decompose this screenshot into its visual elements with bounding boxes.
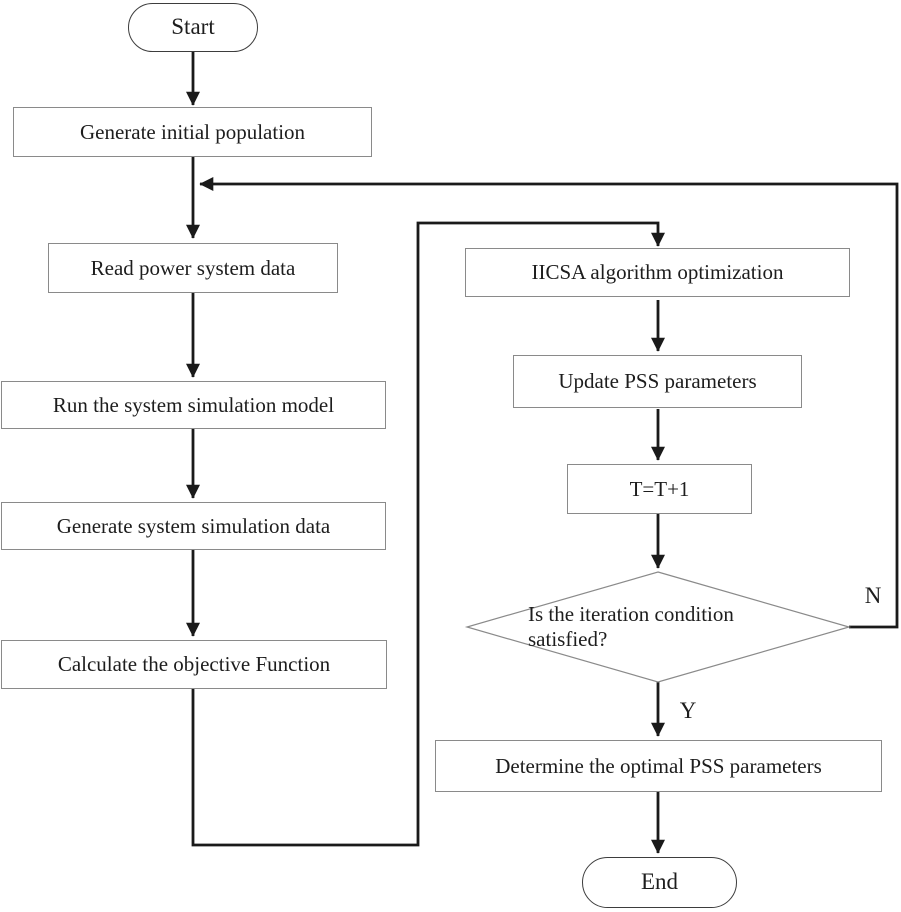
run-model-node: Run the system simulation model — [1, 381, 386, 429]
read-data-node: Read power system data — [48, 243, 338, 293]
start-node-label: Start — [171, 14, 215, 40]
decision-diamond — [464, 571, 852, 683]
determine-label: Determine the optimal PSS parameters — [495, 753, 822, 778]
no-label-text: N — [864, 583, 882, 608]
calculate-objective-label: Calculate the objective Function — [57, 652, 331, 677]
generate-population-label: Generate initial population — [79, 119, 306, 144]
generate-population-node: Generate initial population — [13, 107, 372, 157]
calculate-objective-node: Calculate the objective Function — [1, 640, 387, 689]
run-model-label: Run the system simulation model — [52, 392, 335, 417]
determine-node: Determine the optimal PSS parameters — [435, 740, 882, 792]
edge-decision-no-feedback — [199, 177, 899, 629]
edge-label-no: N — [859, 581, 887, 611]
yes-label-text: Y — [679, 698, 697, 723]
edge-calculate-objective-to-iicsa-loop — [191, 221, 665, 847]
generate-sim-data-node: Generate system simulation data — [1, 502, 386, 550]
end-node-label: End — [640, 869, 679, 895]
decision-node-label: Is the iteration condition satisfied? — [528, 599, 788, 655]
start-node: Start — [128, 3, 258, 52]
update-pss-node: Update PSS parameters — [513, 355, 802, 408]
increment-label: T=T+1 — [629, 476, 690, 501]
increment-node: T=T+1 — [567, 464, 752, 514]
iicsa-label: IICSA algorithm optimization — [531, 260, 784, 285]
end-node: End — [582, 857, 737, 908]
generate-sim-data-label: Generate system simulation data — [56, 513, 331, 538]
decision-text: Is the iteration condition satisfied? — [528, 602, 734, 651]
update-pss-label: Update PSS parameters — [558, 369, 757, 394]
read-data-label: Read power system data — [90, 255, 296, 280]
iicsa-node: IICSA algorithm optimization — [465, 248, 850, 297]
edge-label-yes: Y — [674, 696, 702, 726]
